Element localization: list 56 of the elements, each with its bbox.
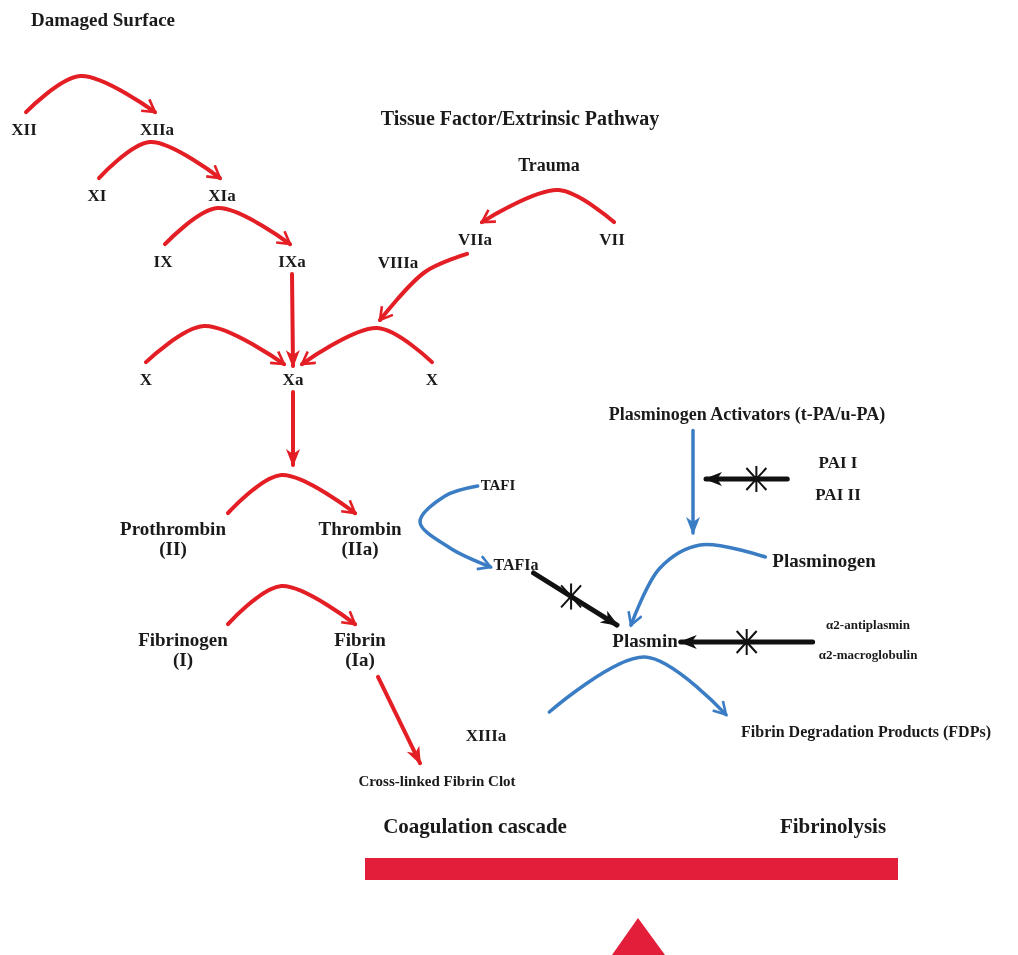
factor-label: VII bbox=[599, 231, 625, 249]
factor-sublabel: PAI II bbox=[815, 484, 861, 506]
factor-label: TAFIa bbox=[493, 556, 539, 574]
factor-label: X bbox=[425, 371, 439, 389]
factor-sublabel: (IIa) bbox=[340, 539, 380, 559]
arrow bbox=[226, 584, 357, 627]
factor-label: Fibrin Degradation Products (FDPs) bbox=[741, 723, 991, 741]
arrow bbox=[163, 206, 292, 247]
arrow bbox=[24, 74, 157, 115]
arrow bbox=[97, 140, 222, 181]
factor-label: XIIIa bbox=[465, 727, 507, 745]
factor-label: TAFI bbox=[480, 478, 516, 494]
factor-label: VIIa bbox=[458, 231, 492, 249]
arrow bbox=[144, 324, 286, 367]
balance-label: Coagulation cascade bbox=[383, 813, 567, 839]
factor-label: Thrombin bbox=[318, 519, 402, 539]
arrow bbox=[376, 674, 422, 766]
inhibited-arrow bbox=[531, 570, 620, 628]
arrow bbox=[285, 271, 300, 369]
factor-label: Plasminogen Activators (t-PA/u-PA) bbox=[608, 404, 886, 424]
arrow bbox=[480, 188, 616, 225]
factor-label: Cross-linked Fibrin Clot bbox=[358, 774, 516, 790]
balance-label: Fibrinolysis bbox=[779, 813, 887, 839]
factor-label: Fibrinogen bbox=[138, 630, 228, 650]
factor-label: Prothrombin bbox=[120, 519, 226, 539]
arrow bbox=[300, 326, 434, 367]
inhibited-arrow bbox=[678, 635, 816, 649]
factor-label: α2-antiplasmin bbox=[825, 616, 911, 635]
text-label: Trauma bbox=[518, 154, 580, 176]
arrow bbox=[547, 655, 728, 717]
factor-label: Plasminogen bbox=[772, 551, 876, 571]
arrow bbox=[686, 428, 700, 535]
pathway-heading: Tissue Factor/Extrinsic Pathway bbox=[380, 106, 660, 130]
arrow bbox=[226, 473, 357, 516]
factor-sublabel: α2-macroglobulin bbox=[818, 646, 918, 664]
text-label: VIIIa bbox=[377, 253, 419, 273]
inhibited-arrow bbox=[703, 472, 790, 486]
factor-label: Fibrin bbox=[334, 630, 386, 650]
factor-label: XII bbox=[11, 121, 37, 139]
factor-label: PAI I bbox=[817, 451, 859, 474]
arrow bbox=[286, 389, 300, 467]
factor-label: XIIa bbox=[140, 121, 174, 139]
factor-sublabel: (Ia) bbox=[344, 650, 376, 670]
factor-label: Xa bbox=[282, 371, 304, 389]
factor-label: Plasmin bbox=[612, 631, 678, 651]
arrow bbox=[418, 484, 493, 571]
factor-sublabel: (II) bbox=[158, 539, 188, 559]
text-label: Damaged Surface bbox=[30, 9, 176, 31]
factor-label: IX bbox=[153, 253, 173, 271]
factor-label: XI bbox=[87, 187, 107, 205]
factor-label: XIa bbox=[208, 187, 236, 205]
factor-sublabel: (I) bbox=[172, 650, 193, 670]
arrow bbox=[378, 251, 469, 322]
arrow bbox=[627, 542, 767, 627]
factor-label: IXa bbox=[278, 253, 306, 271]
factor-label: X bbox=[139, 371, 153, 389]
